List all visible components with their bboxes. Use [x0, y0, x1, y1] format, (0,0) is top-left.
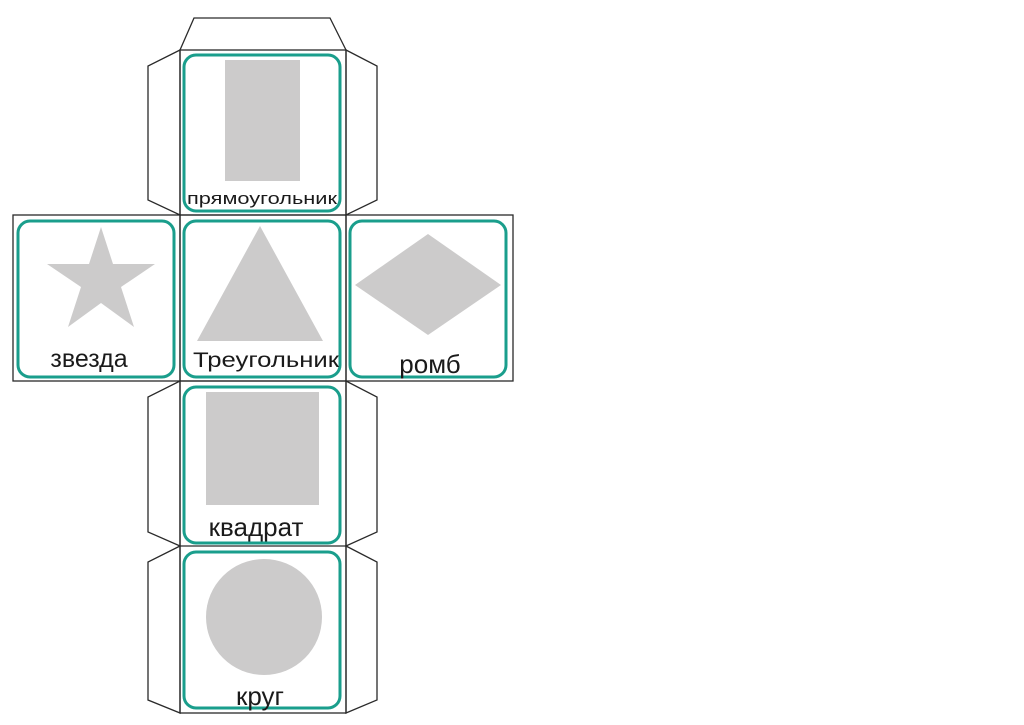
face-label-triangle: Треугольник: [193, 349, 340, 372]
face-label-star: звезда: [50, 345, 127, 373]
glue-tab-lower-left: [147, 379, 181, 547]
glue-tab-bottom-right: [345, 544, 378, 714]
square-shape: [206, 392, 319, 505]
face-square: квадрат: [182, 385, 342, 545]
glue-tab-bottom-left: [147, 544, 181, 714]
face-label-square: квадрат: [209, 512, 304, 542]
triangle-shape: [197, 226, 323, 341]
face-rectangle: прямоугольник: [182, 53, 342, 213]
glue-tab-top-right: [345, 48, 378, 217]
face-triangle: Треугольник: [182, 219, 342, 379]
face-label-rectangle: прямоугольник: [187, 189, 338, 208]
rectangle-shape: [225, 60, 300, 181]
face-circle: круг: [182, 550, 342, 711]
face-star: звезда: [16, 219, 176, 379]
face-label-rhombus: ромб: [399, 349, 460, 379]
glue-tab-top: [179, 17, 347, 51]
face-rhombus: ромб: [348, 219, 508, 379]
glue-tab-lower-right: [345, 379, 378, 548]
rhombus-shape: [355, 234, 501, 335]
glue-tab-top-left: [147, 48, 181, 217]
star-shape: [47, 227, 155, 327]
circle-shape: [206, 559, 322, 675]
net-outline: [12, 17, 514, 714]
face-label-circle: круг: [236, 681, 284, 711]
